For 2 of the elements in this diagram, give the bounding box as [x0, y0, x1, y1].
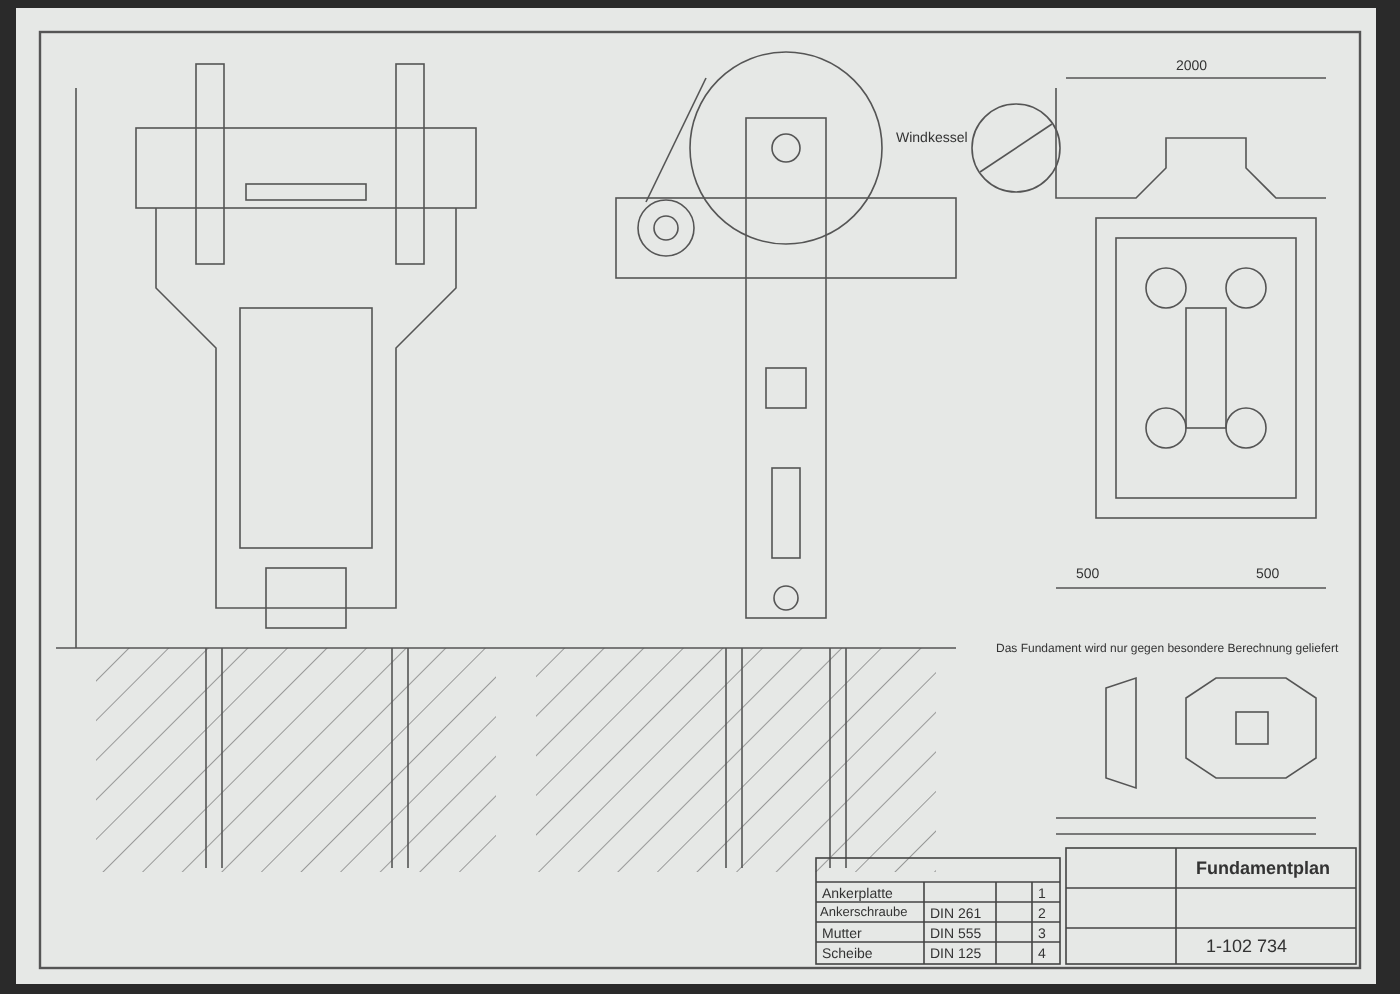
drawing-number: 1-102 734 — [1206, 938, 1288, 956]
title-text: Fundamentplan — [1196, 860, 1330, 878]
